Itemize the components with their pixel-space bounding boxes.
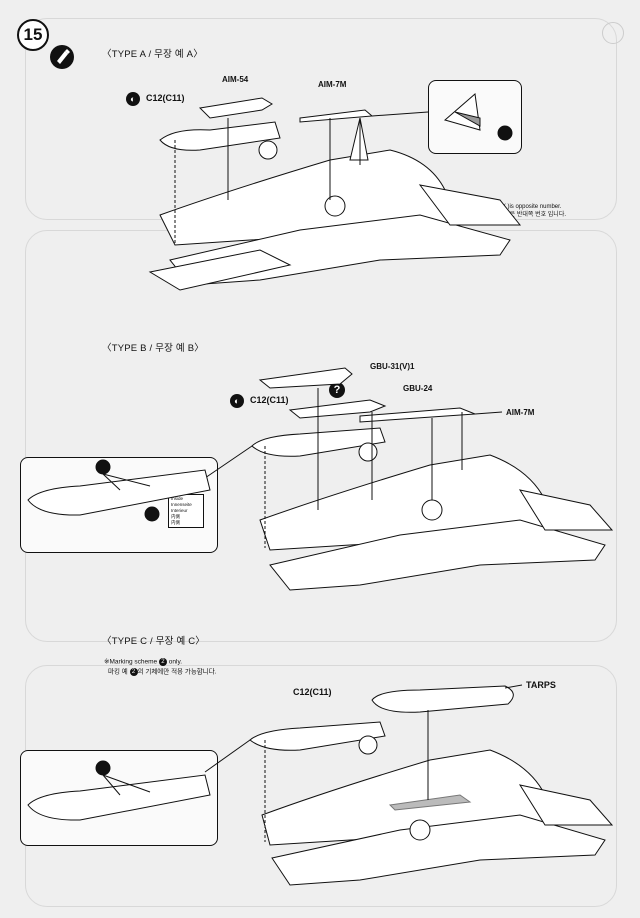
step-number: 15 [17,19,49,51]
section-b-part-label: C12(C11) [250,395,289,405]
aircraft-b-drawing [27,367,614,591]
cement-icon [50,45,74,69]
section-a-weapon-aim7m: AIM-7M [318,80,347,89]
section-a-weapon-aim54: AIM-54 [222,75,249,84]
marking-note-en: ※Marking scheme 2 only. [104,658,183,666]
opposite-note-ko: ( )은 반대쪽 번호 입니다. [504,212,567,218]
section-c-title: 〈TYPE C / 무장 예 C〉 [102,636,205,647]
section-a-detail-box [428,80,522,154]
section-c-weapon-tarps: TARPS [526,680,556,690]
section-b-part-icon: ◐ [230,394,244,408]
section-c-part-label: C12(C11) [293,687,332,697]
section-a-title: 〈TYPE A / 무장 예 A〉 [102,49,203,60]
section-b-weapon-gbu31: GBU-31(V)1 [370,362,415,371]
section-a-part-label: C12(C11) [146,93,185,103]
section-b-title: 〈TYPE B / 무장 예 B〉 [102,343,204,354]
section-b-weapon-aim7m: AIM-7M [506,408,535,417]
question-icon: ? [329,382,345,398]
aircraft-c-drawing [27,684,614,886]
background-page-mark [602,22,624,44]
section-b-weapon-gbu24: GBU-24 [403,384,433,393]
aircraft-a-drawing [148,93,522,291]
section-a-part-icon: ◐ [126,92,140,106]
